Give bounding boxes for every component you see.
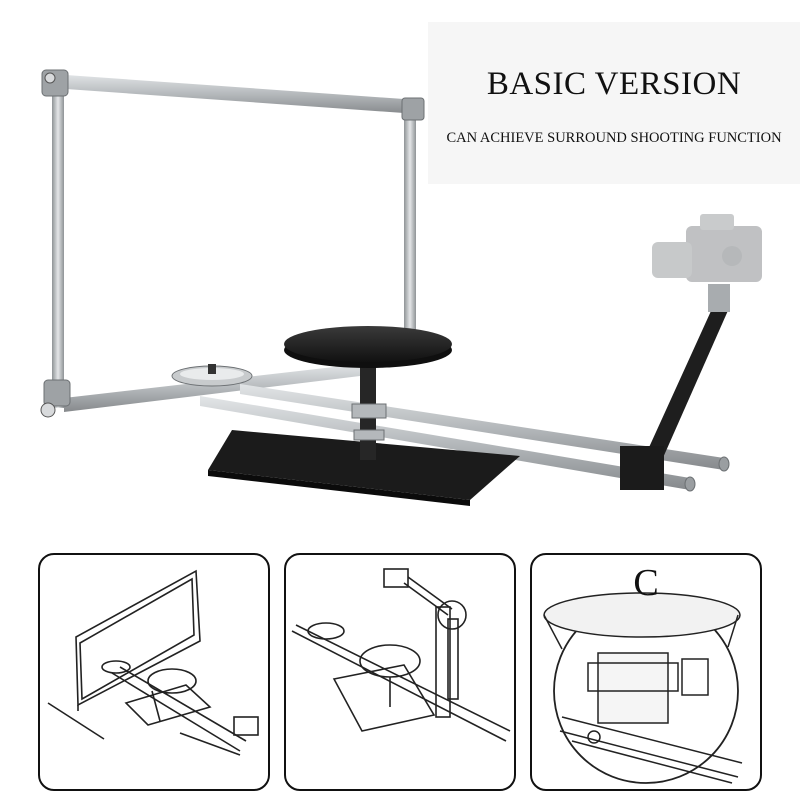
aluminum-frame: [40, 69, 425, 418]
camera: [652, 214, 762, 282]
detail-panel-camera-arm: [284, 553, 516, 791]
page-title: BASIC VERSION: [486, 66, 742, 102]
frame-line-drawing: [47, 569, 259, 756]
small-turntable: [171, 364, 253, 387]
panel-label-c: C: [633, 562, 659, 604]
camera-arm: [620, 284, 730, 490]
title-block: BASIC VERSION CAN ACHIEVE SURROUND SHOOT…: [428, 22, 800, 184]
main-turntable: [284, 326, 452, 460]
page-subtitle: CAN ACHIEVE SURROUND SHOOTING FUNCTION: [446, 130, 782, 146]
camera-arm-line-drawing: [291, 568, 511, 742]
detail-panel-frame: [38, 553, 270, 791]
detail-panel-c: C: [530, 553, 762, 791]
base-plate: [208, 430, 520, 506]
joint-magnifier-drawing: [543, 592, 743, 784]
product-photo: [40, 69, 762, 506]
